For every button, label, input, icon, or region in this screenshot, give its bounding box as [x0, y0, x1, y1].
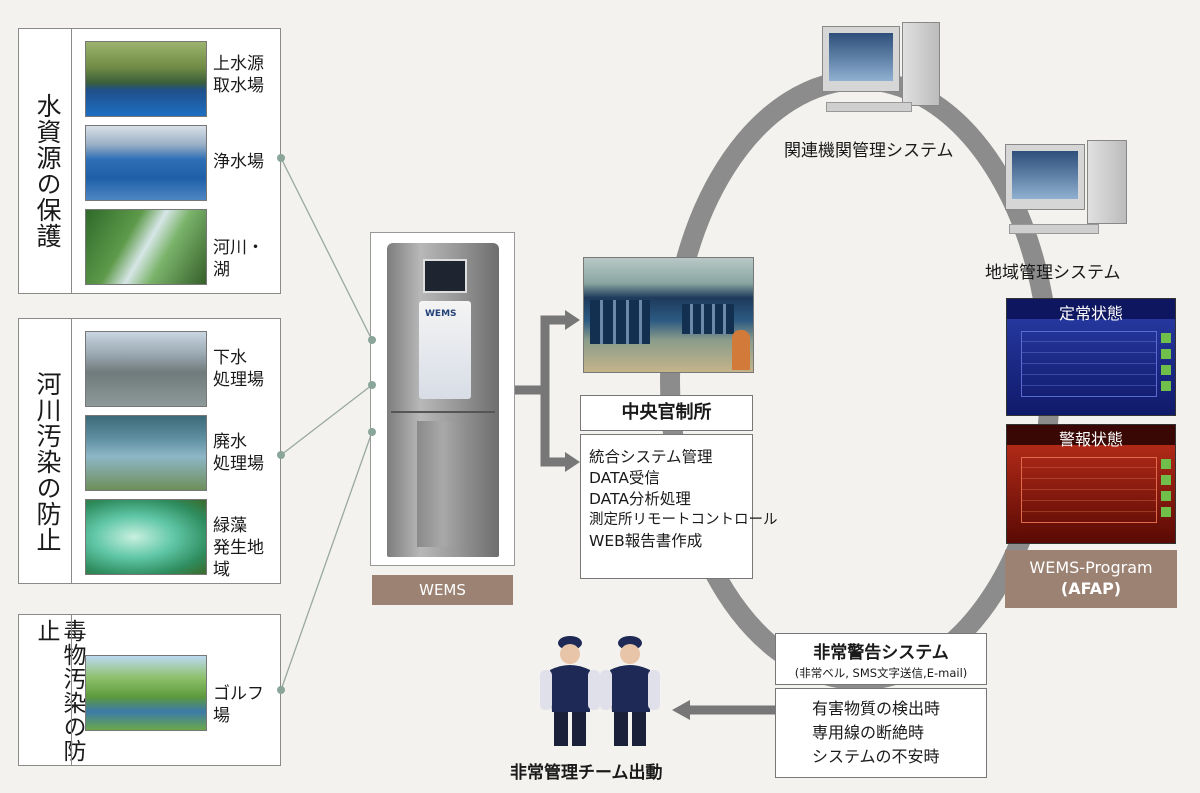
pc-monitor — [822, 26, 900, 92]
sewage-photo — [85, 331, 207, 407]
system-ring — [660, 70, 1060, 690]
regional-pc — [1005, 140, 1130, 244]
site-label: 上水源 取水場 — [213, 54, 264, 96]
regional-system-label: 地域管理システム — [985, 263, 1121, 283]
alarm-state-title: 警報状態 — [1058, 430, 1123, 449]
wems-panel: WEMS — [370, 232, 515, 566]
purification-photo — [85, 125, 207, 201]
alarm-state-screen: 警報状態 — [1006, 424, 1176, 544]
security-team-figures — [540, 636, 660, 746]
program-line1: WEMS-Program — [1029, 558, 1153, 577]
connector-dot — [277, 686, 285, 694]
emergency-condition: 有害物質の検出時 — [812, 699, 941, 718]
pc-keyboard — [1009, 224, 1099, 234]
central-function: 統合システム管理 — [589, 448, 713, 466]
wems-program-caption: WEMS-Program (AFAP) — [1005, 550, 1177, 608]
group-toxic-pollution: 毒物汚染の防止 ゴルフ場 — [18, 614, 281, 766]
screen-side-buttons — [1161, 333, 1171, 397]
cabinet-screen — [423, 259, 467, 293]
site-label: 下水 処理場 — [213, 348, 264, 390]
connector-dot — [277, 154, 285, 162]
guard-figure — [540, 636, 600, 746]
cabinet-logo: WEMS — [425, 309, 457, 319]
trend-plot — [1021, 331, 1157, 397]
wems-port — [368, 381, 376, 389]
cabinet-seam — [391, 411, 495, 413]
cabinet-lower-door — [417, 421, 469, 547]
site-label: 廃水 処理場 — [213, 432, 264, 474]
pc-monitor — [1005, 144, 1085, 210]
divider — [71, 29, 72, 293]
pc-screen — [1012, 151, 1078, 199]
group-title: 毒物汚染の防止 — [33, 619, 85, 763]
connector-dot — [277, 451, 285, 459]
site-label: ゴルフ場 — [213, 684, 264, 726]
screen-side-buttons — [1161, 459, 1171, 523]
wems-cabinet: WEMS — [387, 243, 499, 557]
monitor-wall — [682, 304, 734, 334]
central-function: DATA受信 — [589, 469, 660, 487]
algae-photo — [85, 499, 207, 575]
group-title: 河川汚染の防止 — [33, 371, 62, 553]
related-pc — [822, 22, 942, 130]
emergency-subtitle: (非常ベル, SMS文字送信,E-mail) — [794, 666, 968, 680]
site-label: 浄水場 — [213, 152, 264, 172]
golf-photo — [85, 655, 207, 731]
wems-port — [368, 428, 376, 436]
central-title-box: 中央官制所 — [580, 395, 753, 431]
divider — [71, 615, 72, 765]
central-function: DATA分析処理 — [589, 490, 691, 508]
site-label: 緑藻 発生地域 — [213, 516, 264, 580]
pc-screen — [829, 33, 893, 81]
normal-state-screen: 定常状態 — [1006, 298, 1176, 416]
group-water-resource: 水資源の保護 上水源 取水場 浄水場 河川・湖 — [18, 28, 281, 294]
intake-photo — [85, 41, 207, 117]
monitor-wall — [590, 300, 650, 344]
arrowheads — [565, 310, 690, 720]
operator — [732, 330, 750, 370]
group-title: 水資源の保護 — [33, 93, 62, 249]
control-room-photo — [583, 257, 754, 373]
site-label: 河川・湖 — [213, 238, 264, 280]
central-function: 測定所リモートコントロール — [589, 512, 778, 528]
central-function: WEB報告書作成 — [589, 532, 703, 550]
emergency-title-box: 非常警告システム (非常ベル, SMS文字送信,E-mail) — [775, 633, 987, 685]
related-system-label: 関連機関管理システム — [784, 141, 954, 161]
site-connector-lines — [280, 157, 373, 691]
cabinet-front-panel: WEMS — [419, 301, 471, 399]
river-photo — [85, 209, 207, 285]
pc-tower — [1087, 140, 1127, 224]
emergency-condition: システムの不安時 — [812, 747, 940, 766]
team-label: 非常管理チーム出動 — [510, 763, 663, 783]
emergency-title: 非常警告システム — [813, 643, 949, 663]
group-river-pollution: 河川汚染の防止 下水 処理場 廃水 処理場 緑藻 発生地域 — [18, 318, 281, 584]
central-functions-box: 統合システム管理 DATA受信 DATA分析処理 測定所リモートコントロール W… — [580, 434, 778, 579]
screen-header — [1007, 299, 1175, 319]
emergency-conditions-box: 有害物質の検出時 専用線の断絶時 システムの不安時 — [775, 688, 987, 778]
wems-caption: WEMS — [372, 575, 513, 605]
divider — [71, 319, 72, 583]
central-title: 中央官制所 — [621, 402, 712, 423]
normal-state-title: 定常状態 — [1058, 304, 1123, 323]
wems-port — [368, 336, 376, 344]
wastewater-photo — [85, 415, 207, 491]
branch-arrows — [515, 315, 775, 715]
guard-figure — [600, 636, 660, 746]
screen-header — [1007, 425, 1175, 445]
pc-keyboard — [826, 102, 912, 112]
pc-tower — [902, 22, 940, 106]
program-line2: (AFAP) — [1060, 579, 1122, 598]
trend-plot — [1021, 457, 1157, 523]
emergency-condition: 専用線の断絶時 — [812, 723, 925, 742]
